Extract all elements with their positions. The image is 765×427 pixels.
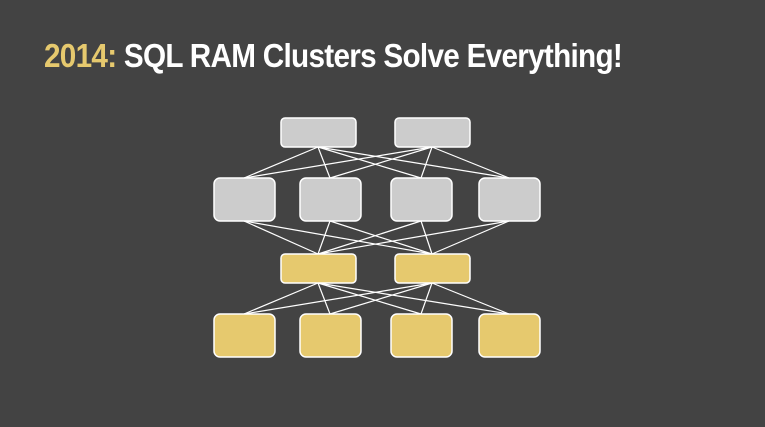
bottom-gold-node bbox=[213, 313, 276, 358]
connector-line bbox=[243, 146, 319, 179]
top-gray-node bbox=[280, 117, 357, 148]
connector-lines bbox=[243, 146, 510, 315]
connector-line bbox=[243, 282, 433, 315]
connector-line bbox=[317, 220, 510, 255]
connector-line bbox=[243, 282, 319, 315]
upper-gray-node bbox=[299, 177, 362, 222]
title-text: SQL RAM Clusters Solve Everything! bbox=[116, 37, 623, 74]
top-gray-node bbox=[394, 117, 471, 148]
connector-line bbox=[317, 220, 422, 255]
connector-line bbox=[431, 282, 510, 315]
connector-line bbox=[317, 146, 510, 179]
connector-line bbox=[317, 146, 422, 179]
connector-line bbox=[329, 220, 433, 255]
connector-line bbox=[420, 146, 433, 179]
connector-line bbox=[420, 282, 433, 315]
connector-line bbox=[329, 282, 433, 315]
upper-gray-node bbox=[213, 177, 276, 222]
connector-line bbox=[431, 220, 510, 255]
upper-gray-layer bbox=[213, 177, 541, 222]
connector-line bbox=[329, 146, 433, 179]
bottom-gold-layer bbox=[213, 313, 541, 358]
middle-gold-layer bbox=[280, 253, 471, 284]
bottom-gold-node bbox=[390, 313, 453, 358]
title-year: 2014: bbox=[44, 37, 117, 74]
top-gray-layer bbox=[280, 117, 471, 148]
connector-line bbox=[243, 220, 319, 255]
connector-line bbox=[420, 220, 433, 255]
connector-line bbox=[317, 282, 422, 315]
upper-gray-node bbox=[478, 177, 541, 222]
bottom-gold-node bbox=[299, 313, 362, 358]
connector-line bbox=[431, 146, 510, 179]
connector-line bbox=[317, 282, 510, 315]
middle-gold-node bbox=[394, 253, 471, 284]
connector-line bbox=[317, 146, 331, 179]
connector-line bbox=[243, 146, 433, 179]
upper-gray-node bbox=[390, 177, 453, 222]
slide-title: 2014: SQL RAM Clusters Solve Everything! bbox=[44, 34, 623, 78]
connector-line bbox=[243, 220, 433, 255]
bottom-gold-node bbox=[478, 313, 541, 358]
connector-line bbox=[317, 220, 331, 255]
connector-line bbox=[317, 282, 331, 315]
middle-gold-node bbox=[280, 253, 357, 284]
